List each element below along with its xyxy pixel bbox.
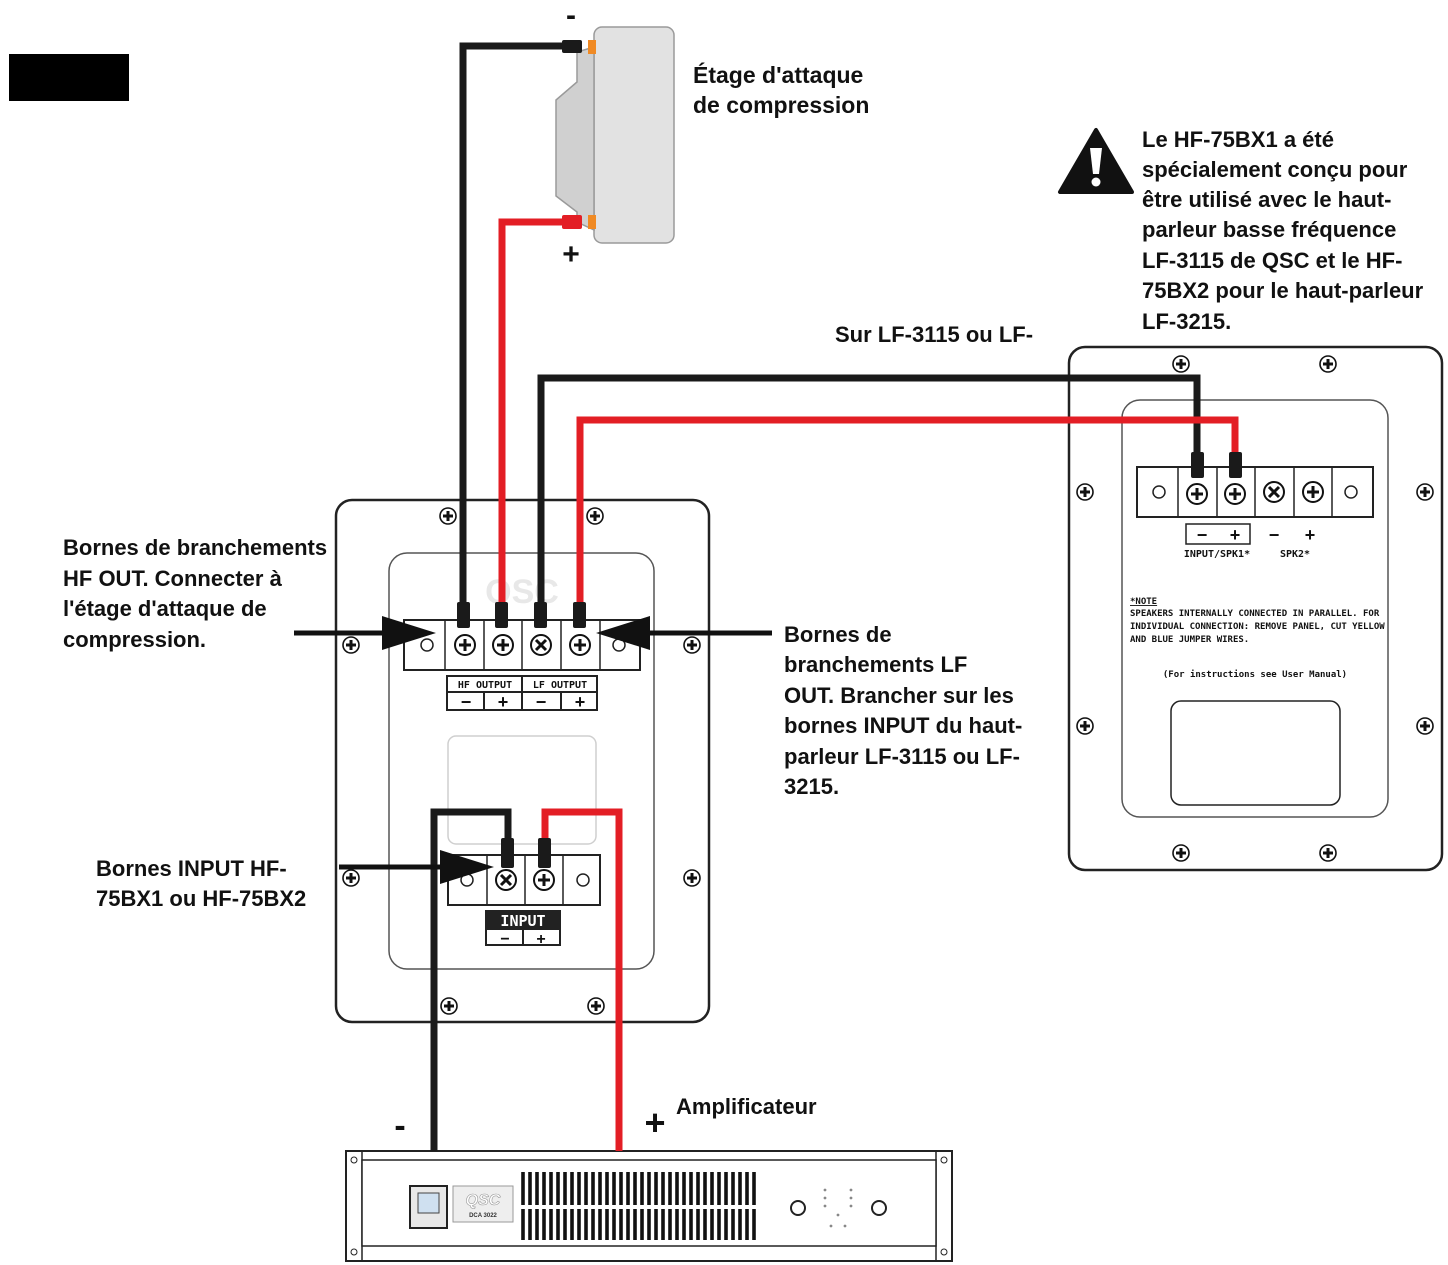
crossover-panel: QSC HF OUTP — [334, 498, 711, 1024]
lf-plus-legend: + — [575, 692, 586, 712]
wire-hf-negative — [459, 42, 572, 606]
warning-text: Le HF-75BX1 a été spécialement conçu pou… — [1142, 127, 1429, 334]
amp-model: DCA 3022 — [469, 1213, 497, 1219]
amp-minus-sign: - — [394, 1107, 405, 1145]
driver-plus-sign: + — [562, 238, 580, 271]
wire-hf-positive — [498, 218, 572, 606]
spk2-plus-legend: + — [1305, 525, 1316, 545]
spk2-legend: SPK2* — [1280, 549, 1310, 560]
lf-minus-legend: − — [536, 692, 547, 712]
hf-minus-legend: − — [461, 692, 472, 712]
input-spk1-legend: INPUT/SPK1* — [1184, 549, 1250, 560]
input-legend: INPUT — [500, 912, 545, 930]
wire-lugs — [457, 40, 1242, 868]
hf-out-label: Bornes de branchements HF OUT. Connecter… — [63, 535, 333, 652]
amp-vents — [521, 1172, 756, 1240]
speaker-note: *NOTE SPEAKERS INTERNALLY CONNECTED IN P… — [1130, 597, 1390, 645]
amplifier: QSC DCA 3022 — [345, 1150, 953, 1262]
lf-route-label: Sur LF-3115 ou LF- — [835, 322, 1033, 347]
hf-output-legend: HF OUTPUT — [458, 680, 512, 691]
spk1-plus-legend: + — [1230, 525, 1241, 545]
redaction-block — [9, 54, 129, 101]
wire-input-positive — [541, 808, 623, 1151]
gain-knob-right — [871, 1200, 887, 1216]
input-plus-legend: + — [536, 931, 545, 948]
arrow-input — [339, 850, 494, 884]
amp-label: Amplificateur — [676, 1094, 817, 1119]
input-minus-legend: − — [500, 931, 509, 948]
wire-lf-positive — [576, 416, 1239, 606]
hf-plus-legend: + — [498, 692, 509, 712]
amp-plus-sign: + — [644, 1102, 665, 1143]
lf-speaker-panel: − + − + INPUT/SPK1* SPK2* *NOTE SPEAKERS… — [1067, 345, 1444, 872]
spk2-minus-legend: − — [1269, 525, 1280, 545]
driver-minus-sign: - — [566, 0, 576, 32]
compression-driver — [555, 26, 675, 244]
arrow-hf-out — [294, 616, 436, 650]
driver-label: Étage d'attaque de compression — [693, 61, 870, 118]
lf-out-label: Bornes de branchements LF OUT. Brancher … — [784, 622, 1028, 799]
input-label: Bornes INPUT HF- 75BX1 ou HF-75BX2 — [96, 856, 306, 911]
warning-icon — [1058, 128, 1134, 194]
arrow-lf-out — [596, 616, 772, 650]
lf-output-legend: LF OUTPUT — [533, 680, 587, 691]
gain-knob-left — [790, 1200, 806, 1216]
amp-brand: QSC — [466, 1192, 501, 1209]
speaker-instructions: (For instructions see User Manual) — [1163, 669, 1347, 680]
wire-input-negative — [430, 808, 512, 1151]
spk1-minus-legend: − — [1197, 525, 1208, 545]
